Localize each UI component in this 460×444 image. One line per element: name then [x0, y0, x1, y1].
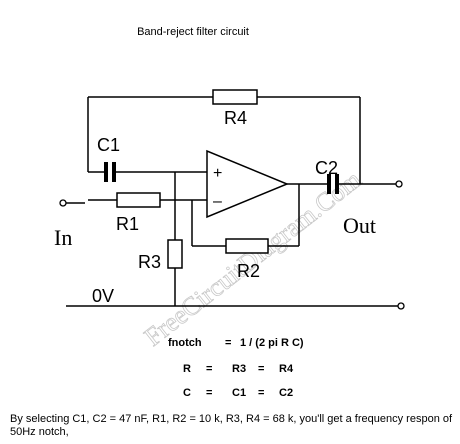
label-r2: R2 [237, 261, 260, 281]
opamp-plus-sign: + [213, 165, 222, 182]
formula-capacitors: C = C1 = C2 [183, 387, 293, 399]
formula-resistors: R = R3 = R4 [183, 363, 294, 375]
formula-r-term: R3 [232, 363, 246, 375]
capacitor-c1 [104, 162, 116, 182]
formula-fnotch-label: fnotch [168, 337, 202, 349]
wires [66, 96, 398, 307]
label-c1: C1 [97, 135, 120, 155]
resistor-r3 [167, 239, 183, 269]
terminal-input [59, 199, 67, 207]
opamp-triangle [206, 149, 289, 219]
formula-fnotch-expression: 1 / (2 pi R C) [240, 337, 304, 349]
formula-r-equals-1: = [206, 363, 212, 375]
resistor-r2 [225, 238, 269, 254]
resistor-r4 [212, 89, 258, 105]
resistor-r1 [116, 192, 161, 208]
label-input: In [54, 225, 72, 250]
terminal-output [395, 180, 403, 188]
label-ground: 0V [92, 286, 114, 306]
formula-fnotch: fnotch = 1 / (2 pi R C) [168, 337, 304, 349]
formula-c-equals-1: = [206, 387, 212, 399]
formula-r-term: R [183, 363, 191, 375]
label-r3: R3 [138, 252, 161, 272]
opamp-minus-sign: – [213, 193, 222, 210]
label-output: Out [343, 213, 376, 238]
terminal-ground [397, 302, 405, 310]
diagram-title: Band-reject filter circuit [137, 26, 249, 38]
formula-fnotch-equals: = [225, 337, 231, 349]
formula-c-equals-2: = [258, 387, 264, 399]
formula-c-term: C2 [279, 387, 293, 399]
capacitor-c2 [327, 174, 339, 194]
component-note: By selecting C1, C2 = 47 nF, R1, R2 = 10… [10, 413, 453, 438]
label-c2: C2 [315, 158, 338, 178]
label-r1: R1 [116, 214, 139, 234]
formula-r-equals-2: = [258, 363, 264, 375]
formula-c-term: C [183, 387, 191, 399]
formula-r-term: R4 [279, 363, 294, 375]
label-r4: R4 [224, 108, 247, 128]
formula-c-term: C1 [232, 387, 246, 399]
